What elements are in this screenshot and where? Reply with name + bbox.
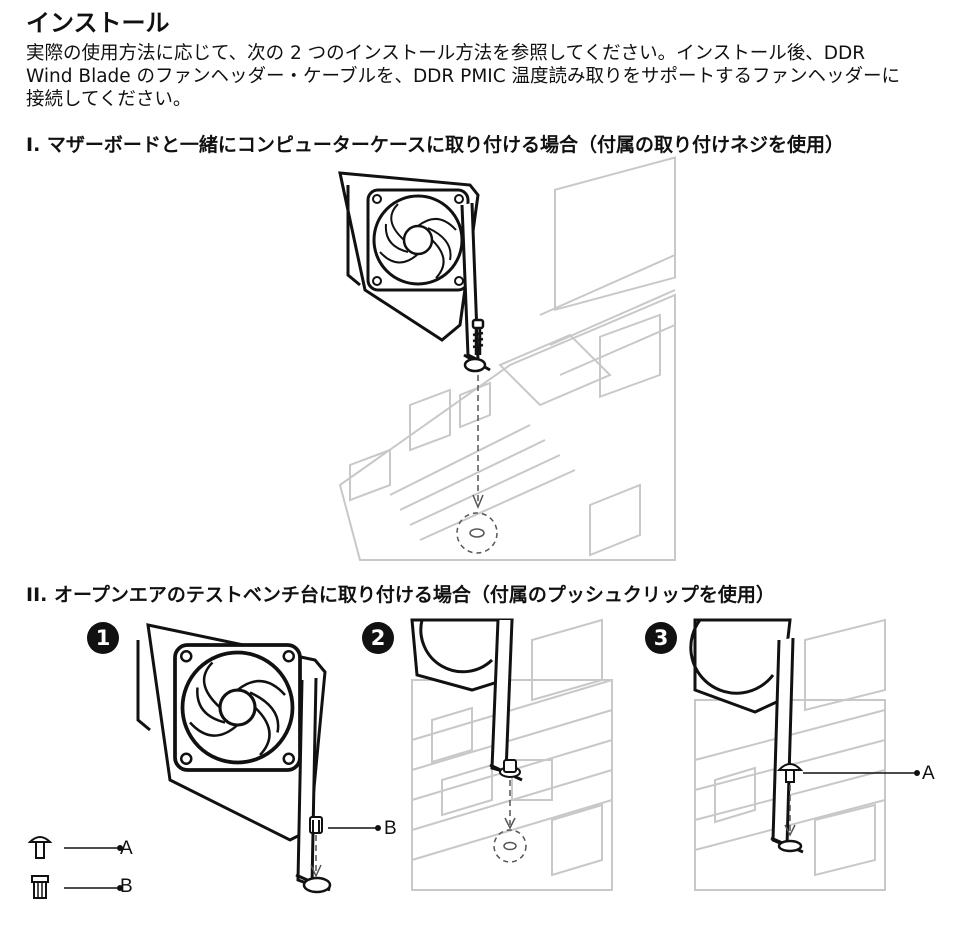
step-3-badge: 3 [645,622,677,654]
step-1-callout-label: B [384,818,397,839]
motherboard-screw-illustration [338,156,676,561]
step-3-illustration [689,618,920,891]
page-title: インストール [26,9,170,37]
intro-line-3: 接続してください。 [26,89,192,110]
intro-line-2: Wind Blade のファンヘッダー・ケーブルを、DDR PMIC 温度読み取… [26,66,901,87]
legend-a-label: A [120,838,133,859]
step-2-illustration [410,618,613,891]
section2-heading: II. オープンエアのテストベンチ台に取り付ける場合（付属のプッシュクリップを使… [26,584,775,606]
legend-b-label: B [120,876,133,897]
step-2-badge: 2 [362,622,394,654]
section1-heading: I. マザーボードと一緒にコンピューターケースに取り付ける場合（付属の取り付けネ… [26,134,844,156]
intro-line-1: 実際の使用方法に応じて、次の 2 つのインストール方法を参照してください。インス… [26,43,866,64]
step-1-badge: 1 [87,622,119,654]
step-3-callout-label: A [922,763,935,784]
push-clip-cap-icon [27,836,123,859]
push-clip-base-icon [31,875,123,899]
step-1-illustration [136,623,381,894]
intro-paragraph: 実際の使用方法に応じて、次の 2 つのインストール方法を参照してください。インス… [26,42,956,111]
